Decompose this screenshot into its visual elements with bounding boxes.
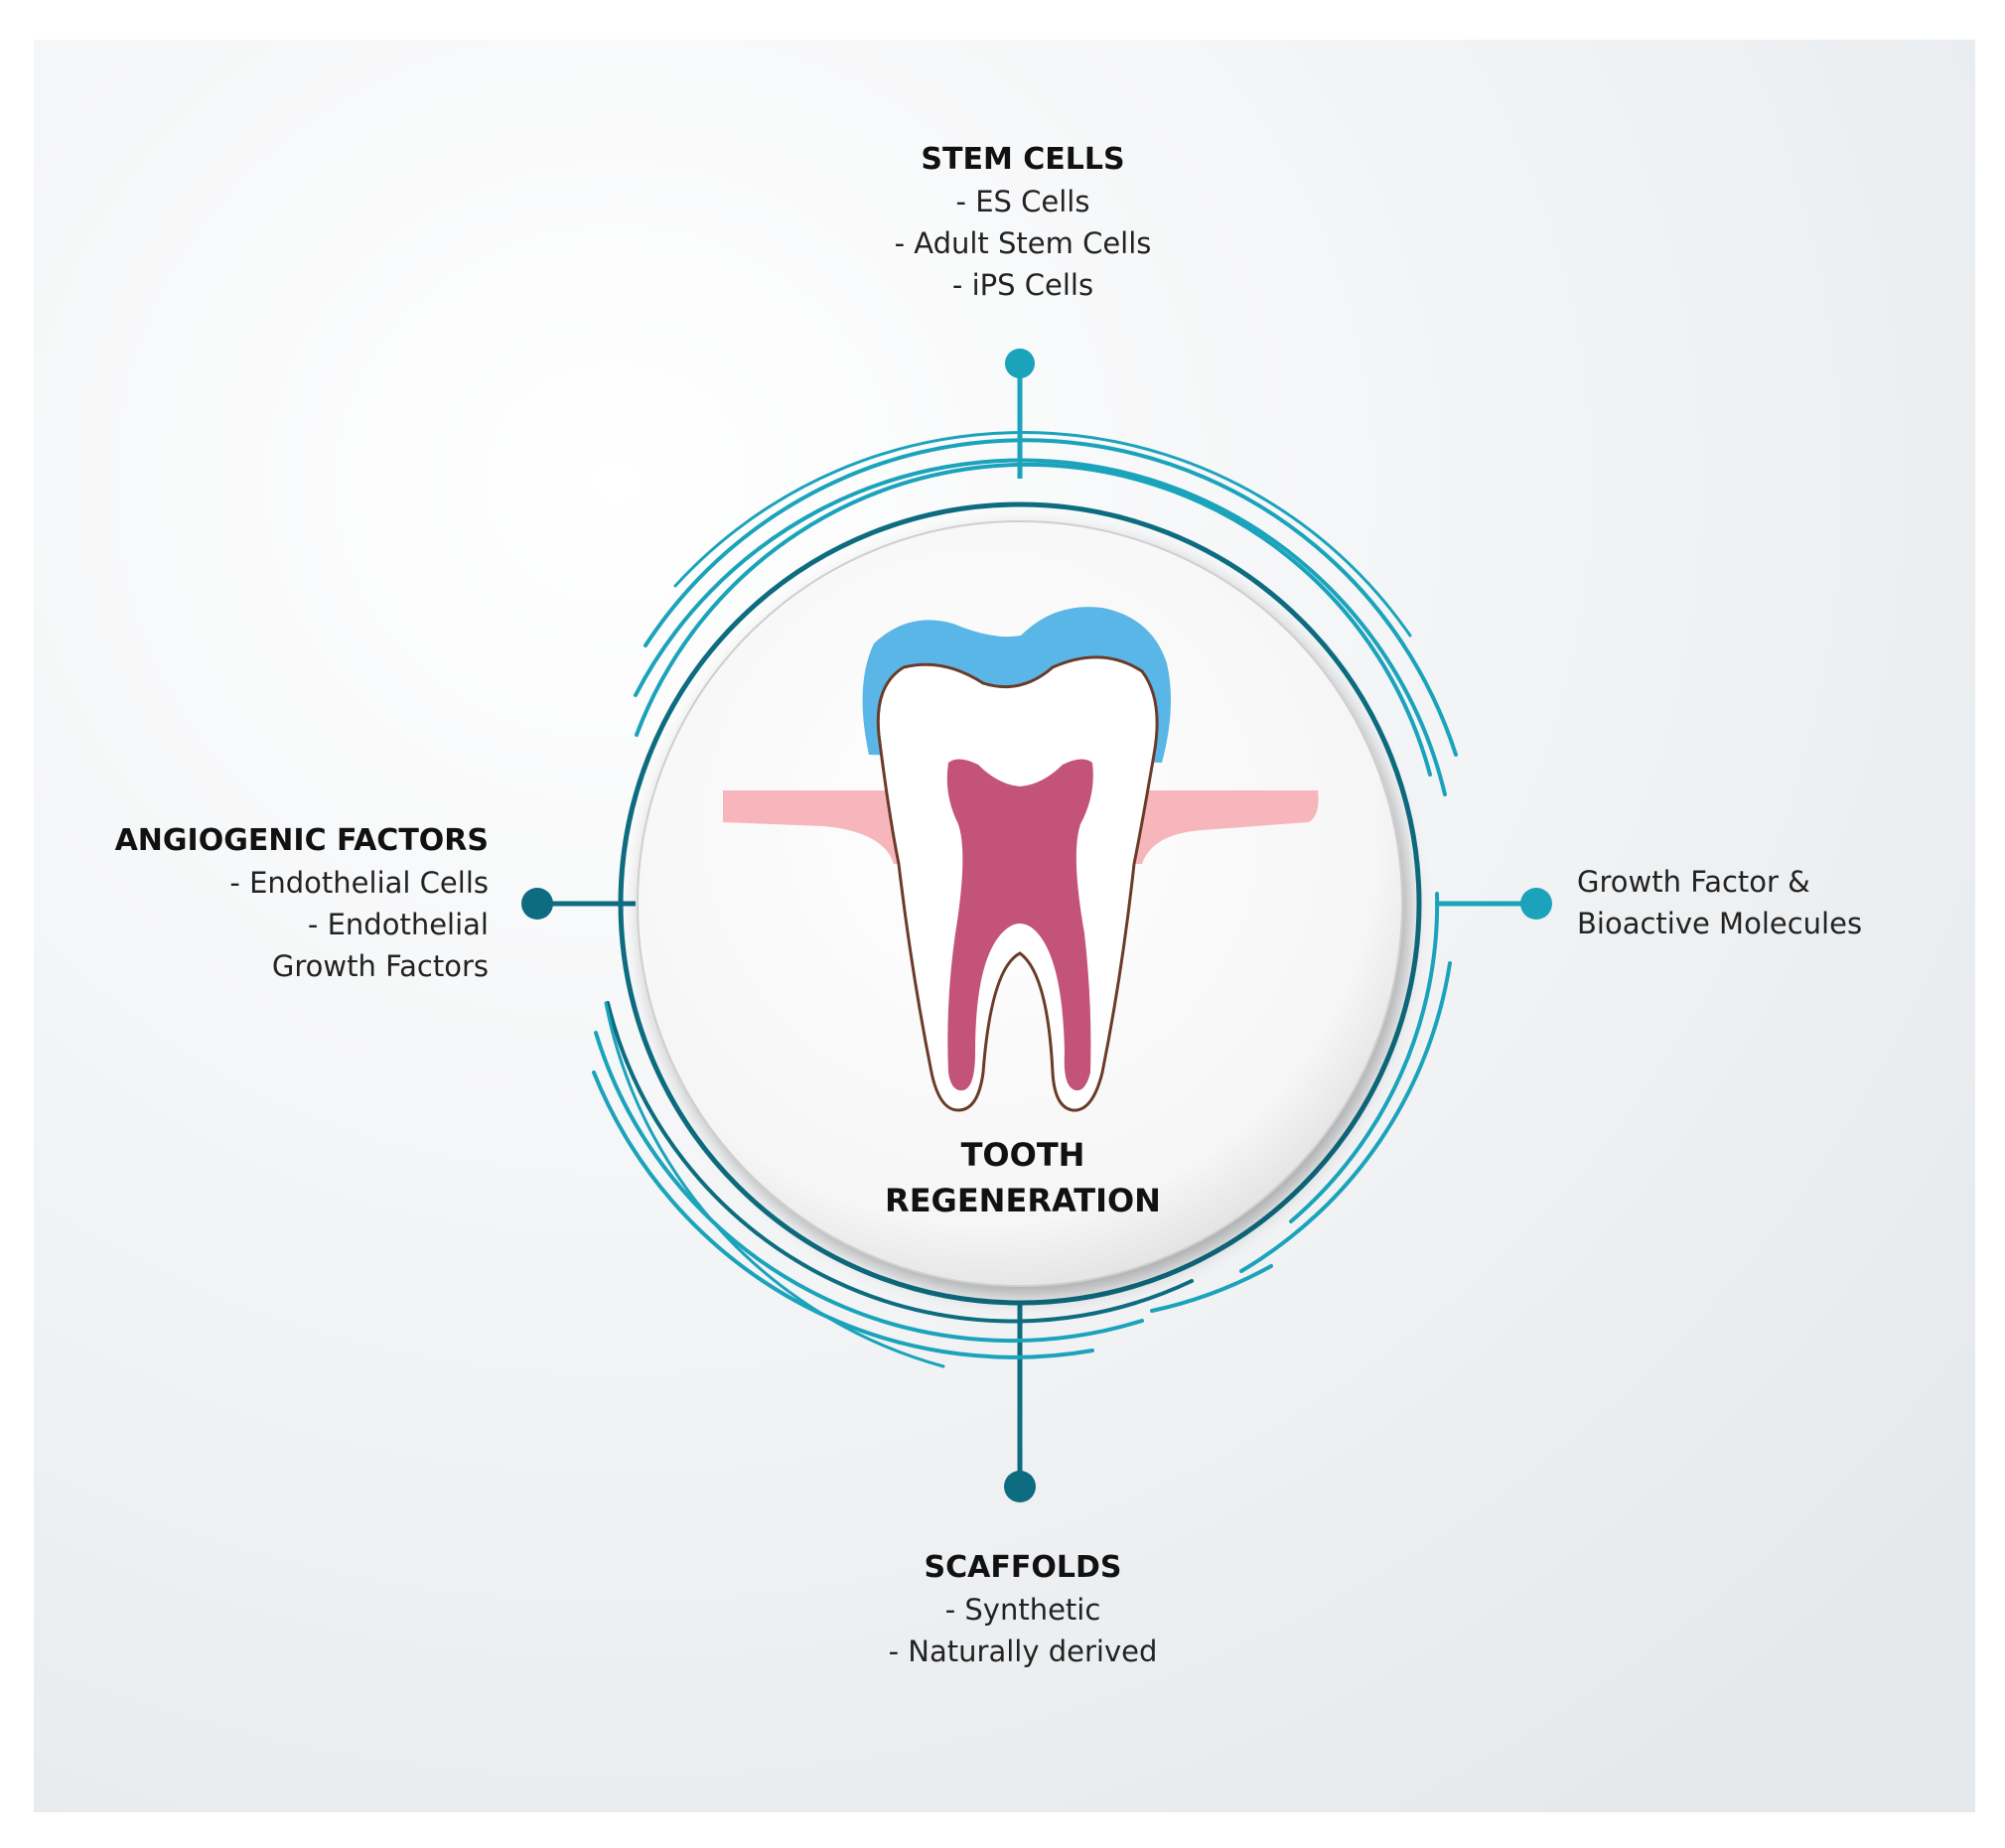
ring-inner xyxy=(618,501,1422,1306)
tooth-icon xyxy=(723,607,1319,1112)
center-title: TOOTH REGENERATION xyxy=(824,1132,1221,1223)
angiogenic-item: Growth Factors xyxy=(271,949,489,983)
disc-rim xyxy=(637,520,1403,1287)
scaffolds-label: SCAFFOLDS - Synthetic - Naturally derive… xyxy=(819,1547,1226,1672)
angiogenic-factors-label: ANGIOGENIC FACTORS - Endothelial Cells -… xyxy=(60,820,489,987)
angiogenic-heading: ANGIOGENIC FACTORS xyxy=(114,823,489,858)
angiogenic-item: - Endothelial Cells xyxy=(229,866,489,900)
stem-cells-item: - Adult Stem Cells xyxy=(894,226,1152,260)
dot-stem-cells xyxy=(1005,349,1035,378)
ring-arc-top-4 xyxy=(673,431,1412,638)
stem-cells-heading: STEM CELLS xyxy=(921,142,1125,177)
angiogenic-item: - Endothelial xyxy=(307,908,489,941)
center-title-line-2: REGENERATION xyxy=(885,1182,1161,1219)
dot-angiogenic xyxy=(521,888,553,920)
center-title-line-1: TOOTH xyxy=(960,1136,1085,1174)
scaffolds-heading: SCAFFOLDS xyxy=(924,1550,1122,1585)
dot-scaffolds xyxy=(1004,1471,1036,1502)
ring-arc-bottom-2 xyxy=(594,1031,1144,1344)
growth-factor-item: Bioactive Molecules xyxy=(1577,907,1863,940)
ring-arcs xyxy=(592,431,1458,1368)
ring-arc-right-2 xyxy=(1239,961,1452,1273)
dot-growth-factor xyxy=(1520,888,1552,920)
ring-arc-top-2 xyxy=(634,458,1447,796)
stem-cells-item: - iPS Cells xyxy=(951,268,1094,302)
ring-arc-bottom-4 xyxy=(604,1001,945,1368)
growth-factor-item: Growth Factor & xyxy=(1577,865,1810,899)
scaffolds-item: - Synthetic xyxy=(944,1593,1101,1627)
scaffolds-item: - Naturally derived xyxy=(888,1635,1158,1668)
ring-arc-bottom-5 xyxy=(1150,1264,1273,1313)
ring-arc-top-1 xyxy=(635,462,1432,777)
stem-cells-item: - ES Cells xyxy=(955,185,1090,218)
stem-cells-label: STEM CELLS - ES Cells - Adult Stem Cells… xyxy=(789,139,1256,306)
ring-arc-bottom-1 xyxy=(606,1001,1194,1324)
growth-factor-label: Growth Factor & Bioactive Molecules xyxy=(1577,861,1954,944)
ring-arc-top-3 xyxy=(644,438,1458,757)
pulp-chamber xyxy=(946,759,1093,1091)
ring-arc-right-1 xyxy=(1289,892,1440,1223)
ring-arc-bottom-3 xyxy=(592,1070,1094,1359)
